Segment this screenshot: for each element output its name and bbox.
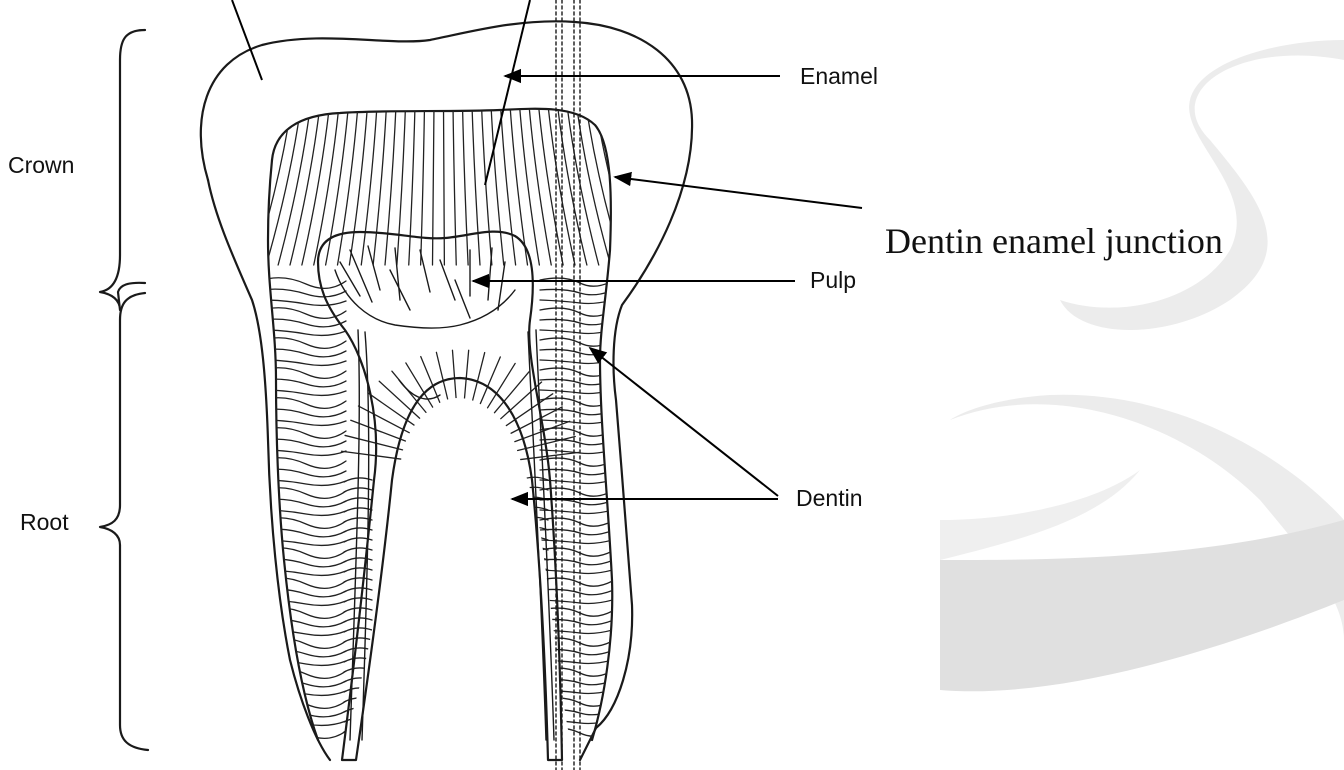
dentin-label: Dentin — [796, 485, 862, 511]
pulp-chamber — [318, 232, 562, 760]
dej-label: Dentin enamel junction — [885, 221, 1223, 261]
tooth-outline — [201, 21, 692, 760]
pulp-label: Pulp — [810, 267, 856, 293]
enamel-label: Enamel — [800, 63, 878, 89]
leader-lines — [232, 0, 862, 499]
root-label: Root — [20, 509, 69, 535]
crown-label: Crown — [8, 152, 74, 178]
dentin-tubules — [243, 105, 635, 752]
crown-bracket — [100, 30, 145, 310]
root-bracket — [100, 293, 148, 750]
background-swoosh — [940, 40, 1344, 691]
